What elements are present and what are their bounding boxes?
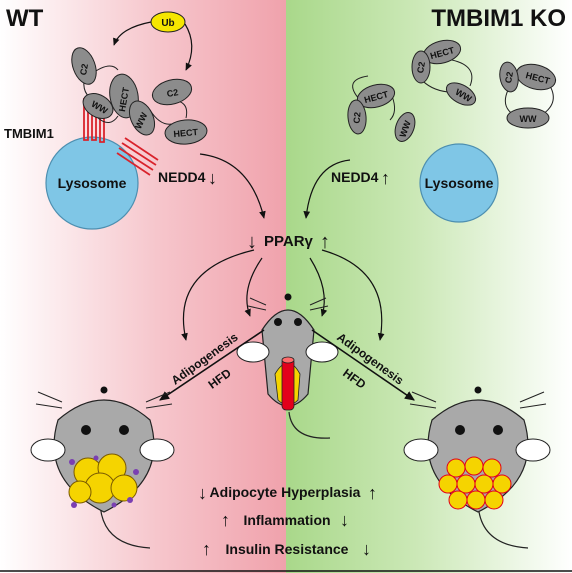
ko-mouse [403,386,551,549]
outcomes-list: ↓ Adipocyte Hyperplasia ↑ ↑ Inflammation… [198,483,377,559]
ko-title: TMBIM1 KO [431,5,566,32]
ko-background [286,0,572,573]
wt-c2-label-1: C2 [78,63,90,76]
ko-lysosome [419,143,499,223]
wt-nedd4-label: NEDD4 [158,169,206,185]
outcome-3-right-arrow: ↓ [362,539,371,559]
outcome-2-left-arrow: ↑ [221,510,230,530]
ko-c2-label-3: C2 [503,71,515,84]
wt-c2-label-2: C2 [166,87,179,99]
ko-ww-label-3: WW [520,114,537,124]
ppar-to-right-mouse-arrow [321,249,385,341]
ko-nedd4-label: NEDD4 [331,169,379,185]
outcome-1-right-arrow: ↑ [368,483,377,503]
tmbim1-label: TMBIM1 [4,126,54,141]
wt-hect-label-2: HECT [173,127,199,139]
wt-to-ppar-arrow [199,153,266,219]
ko-nedd4-molecule-3 [499,61,557,129]
to-right-mouse-arrow [311,329,415,401]
wt-mouse [30,386,175,549]
ppar-left-arrow: ↓ [247,231,257,253]
outcome-2-label: Inflammation [243,512,330,528]
ko-to-ppar-arrow [303,159,351,219]
ppar-to-center-left-arrow [244,257,263,317]
outcome-1-left-arrow: ↓ [198,483,207,503]
ko-nedd4-arrow: ↑ [381,168,390,188]
ppar-to-center-right-arrow [309,257,328,317]
center-mouse [236,293,339,439]
wt-inflammation-cells [69,455,139,508]
wt-nedd4-molecule-2 [128,78,208,145]
wt-lysosome-label: Lysosome [58,175,127,191]
ko-c2-label-1: C2 [352,112,363,124]
wt-hect-label-1: HECT [117,86,131,112]
ko-lysosome-label: Lysosome [425,175,494,191]
outcome-3-left-arrow: ↑ [202,539,211,559]
ppar-right-arrow: ↑ [320,231,330,253]
outcome-2-right-arrow: ↓ [340,510,349,530]
ko-nedd4-molecule-1 [347,75,416,142]
ko-nedd4-molecule-2 [411,39,477,106]
ub-transfer-arrow-left [113,21,152,46]
to-left-mouse-arrow [159,329,265,401]
ppar-to-left-mouse-arrow [181,249,255,341]
ubiquitin-label: Ub [161,18,174,29]
wt-nedd4-arrow: ↓ [208,168,217,188]
wt-title: WT [6,5,44,32]
ko-adipocytes [438,456,512,510]
ppar-label: PPARγ [264,233,314,250]
outcome-3-label: Insulin Resistance [226,541,349,557]
ub-transfer-arrow-right [184,23,193,71]
wt-adipocytes [68,453,138,504]
ko-c2-label-2: C2 [415,61,427,74]
outcome-1-label: Adipocyte Hyperplasia [210,484,361,500]
